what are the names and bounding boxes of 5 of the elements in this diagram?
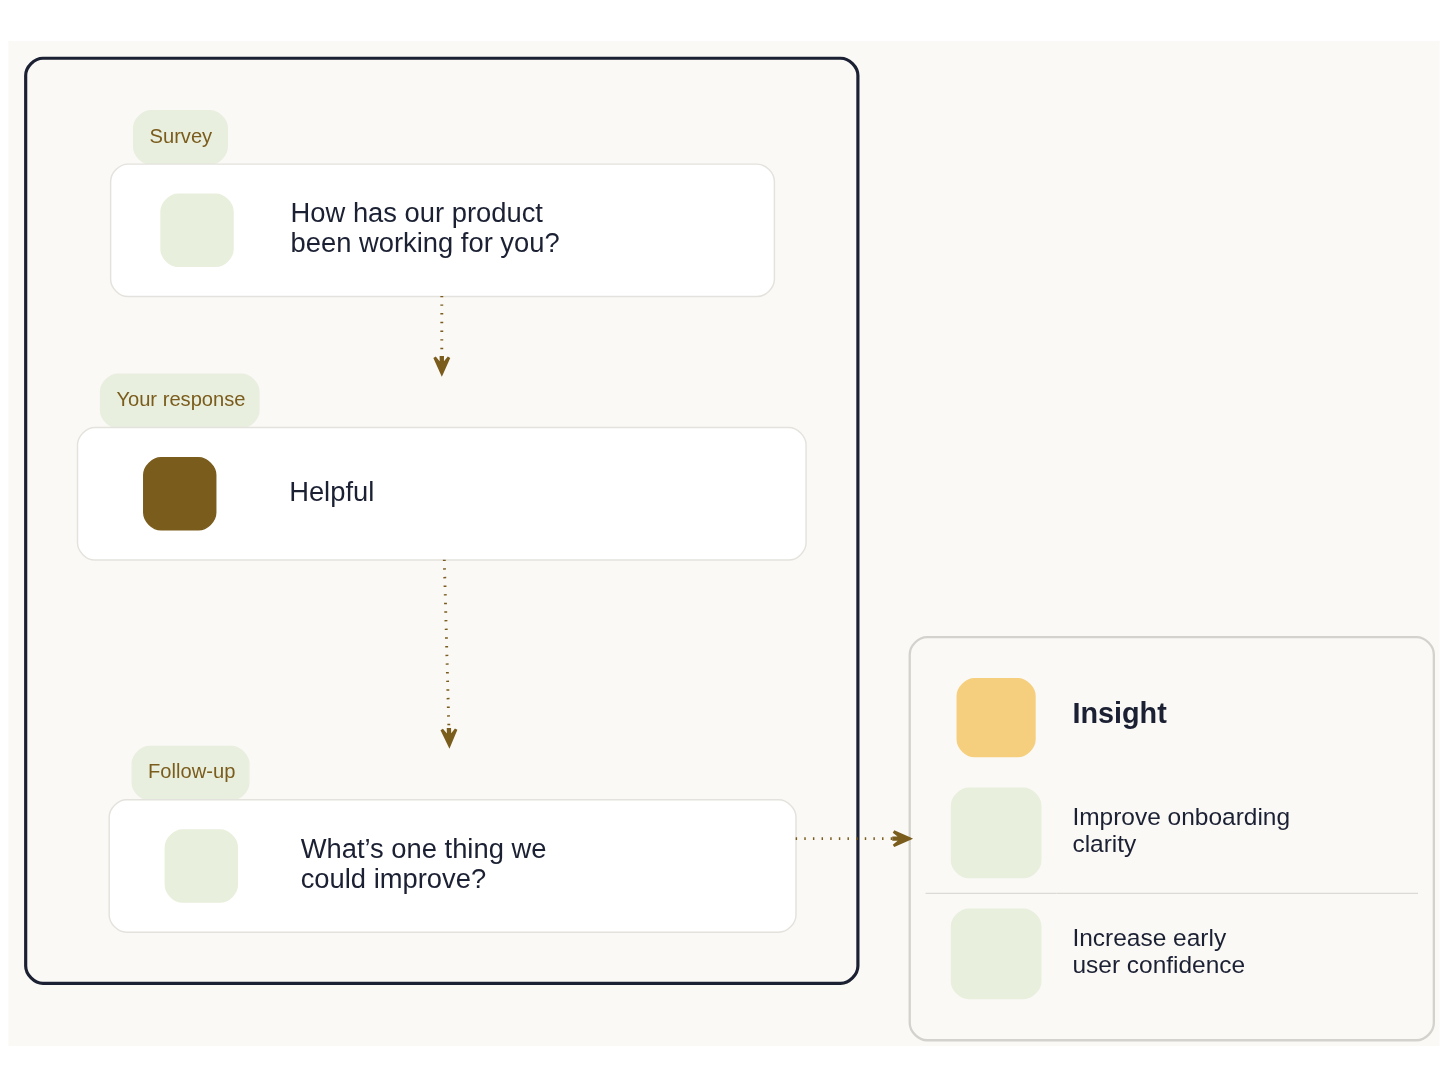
cluster (24, 56, 860, 985)
arrow (440, 559, 458, 747)
node-box: Insight Improve onboarding clarity Increase early user confidence (908, 635, 1435, 1041)
arrow (795, 829, 911, 847)
arrow (433, 295, 451, 375)
